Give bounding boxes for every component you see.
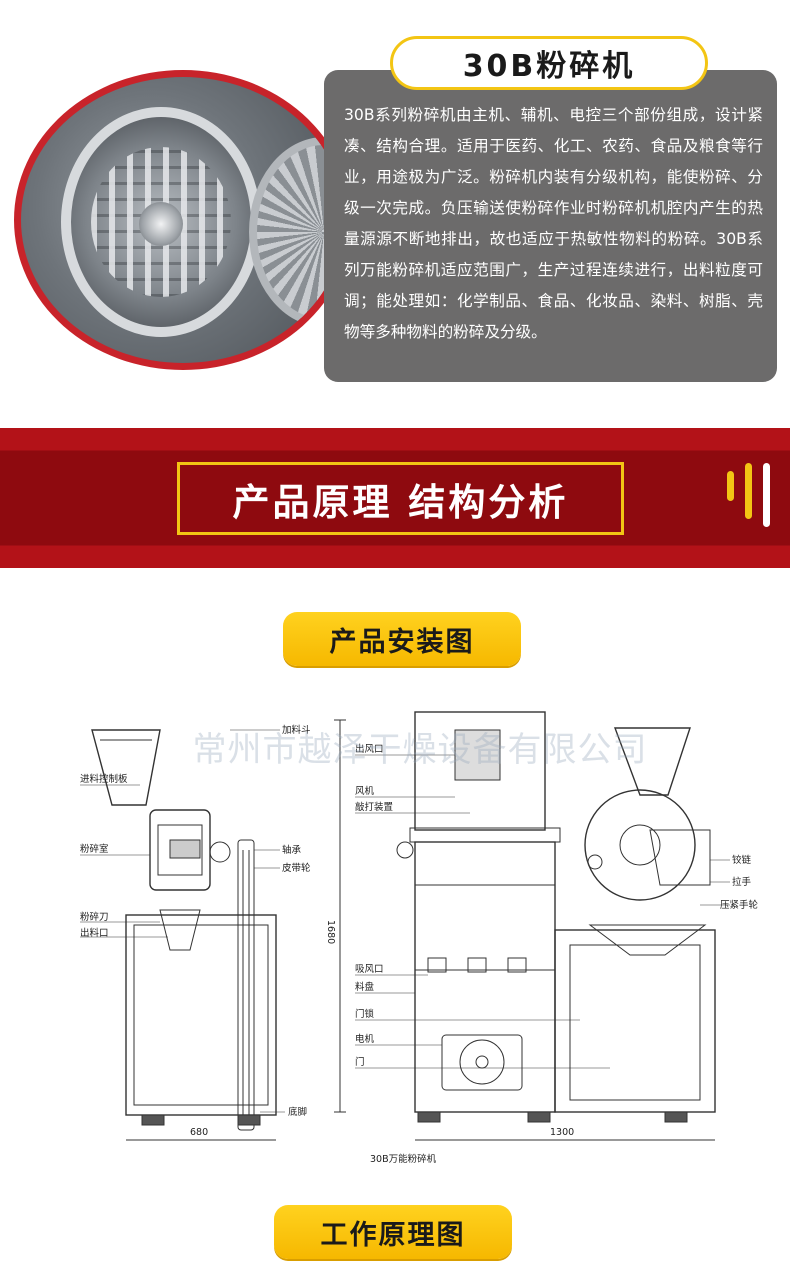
- svg-text:粉碎室: 粉碎室: [80, 843, 109, 855]
- product-photo: [14, 70, 352, 370]
- front-view: [334, 711, 715, 1141]
- product-title: 30B粉碎机: [462, 49, 636, 84]
- svg-text:门: 门: [355, 1056, 365, 1068]
- svg-text:皮带轮: 皮带轮: [282, 862, 311, 874]
- svg-text:吸风口: 吸风口: [355, 964, 384, 975]
- installation-drawing: 加料斗 进料控制板 粉碎室 轴承 皮带轮 粉碎刀 出料口 底脚 680: [50, 700, 770, 1180]
- company-watermark: 常州市越泽干燥设备有限公司: [192, 730, 648, 770]
- svg-text:粉碎刀: 粉碎刀: [80, 911, 109, 923]
- description-box: 30B系列粉碎机由主机、辅机、电控三个部份组成，设计紧凑、结构合理。适用于医药、…: [324, 70, 777, 382]
- svg-text:1300: 1300: [550, 1127, 574, 1138]
- side-view: [80, 729, 285, 1141]
- svg-text:680: 680: [190, 1127, 208, 1138]
- decorative-bars-icon: [727, 463, 777, 527]
- svg-text:门锁: 门锁: [355, 1008, 375, 1020]
- right-view: [554, 727, 730, 1123]
- product-title-pill: 30B粉碎机: [390, 36, 708, 90]
- svg-text:压紧手轮: 压紧手轮: [720, 899, 759, 911]
- banner-title-box: 产品原理 结构分析: [177, 462, 624, 535]
- svg-text:进料控制板: 进料控制板: [80, 773, 128, 785]
- svg-text:风机: 风机: [355, 785, 375, 797]
- svg-text:底脚: 底脚: [288, 1106, 307, 1118]
- svg-text:出风口: 出风口: [355, 743, 384, 755]
- svg-text:敲打装置: 敲打装置: [355, 801, 393, 813]
- description-text: 30B系列粉碎机由主机、辅机、电控三个部份组成，设计紧凑、结构合理。适用于医药、…: [344, 106, 763, 341]
- svg-text:轴承: 轴承: [282, 844, 302, 856]
- working-principle-heading: 工作原理图: [274, 1205, 512, 1259]
- svg-text:料盘: 料盘: [355, 981, 375, 993]
- svg-text:铰链: 铰链: [732, 854, 752, 866]
- svg-text:拉手: 拉手: [732, 876, 752, 888]
- svg-text:电机: 电机: [355, 1033, 375, 1045]
- svg-text:加料斗: 加料斗: [282, 724, 311, 736]
- svg-text:出料口: 出料口: [80, 927, 109, 939]
- rotor-hub: [139, 202, 183, 246]
- svg-text:1680: 1680: [325, 920, 336, 944]
- banner-title: 产品原理 结构分析: [232, 480, 569, 524]
- install-diagram-heading: 产品安装图: [283, 612, 521, 666]
- svg-text:30B万能粉碎机: 30B万能粉碎机: [370, 1153, 437, 1165]
